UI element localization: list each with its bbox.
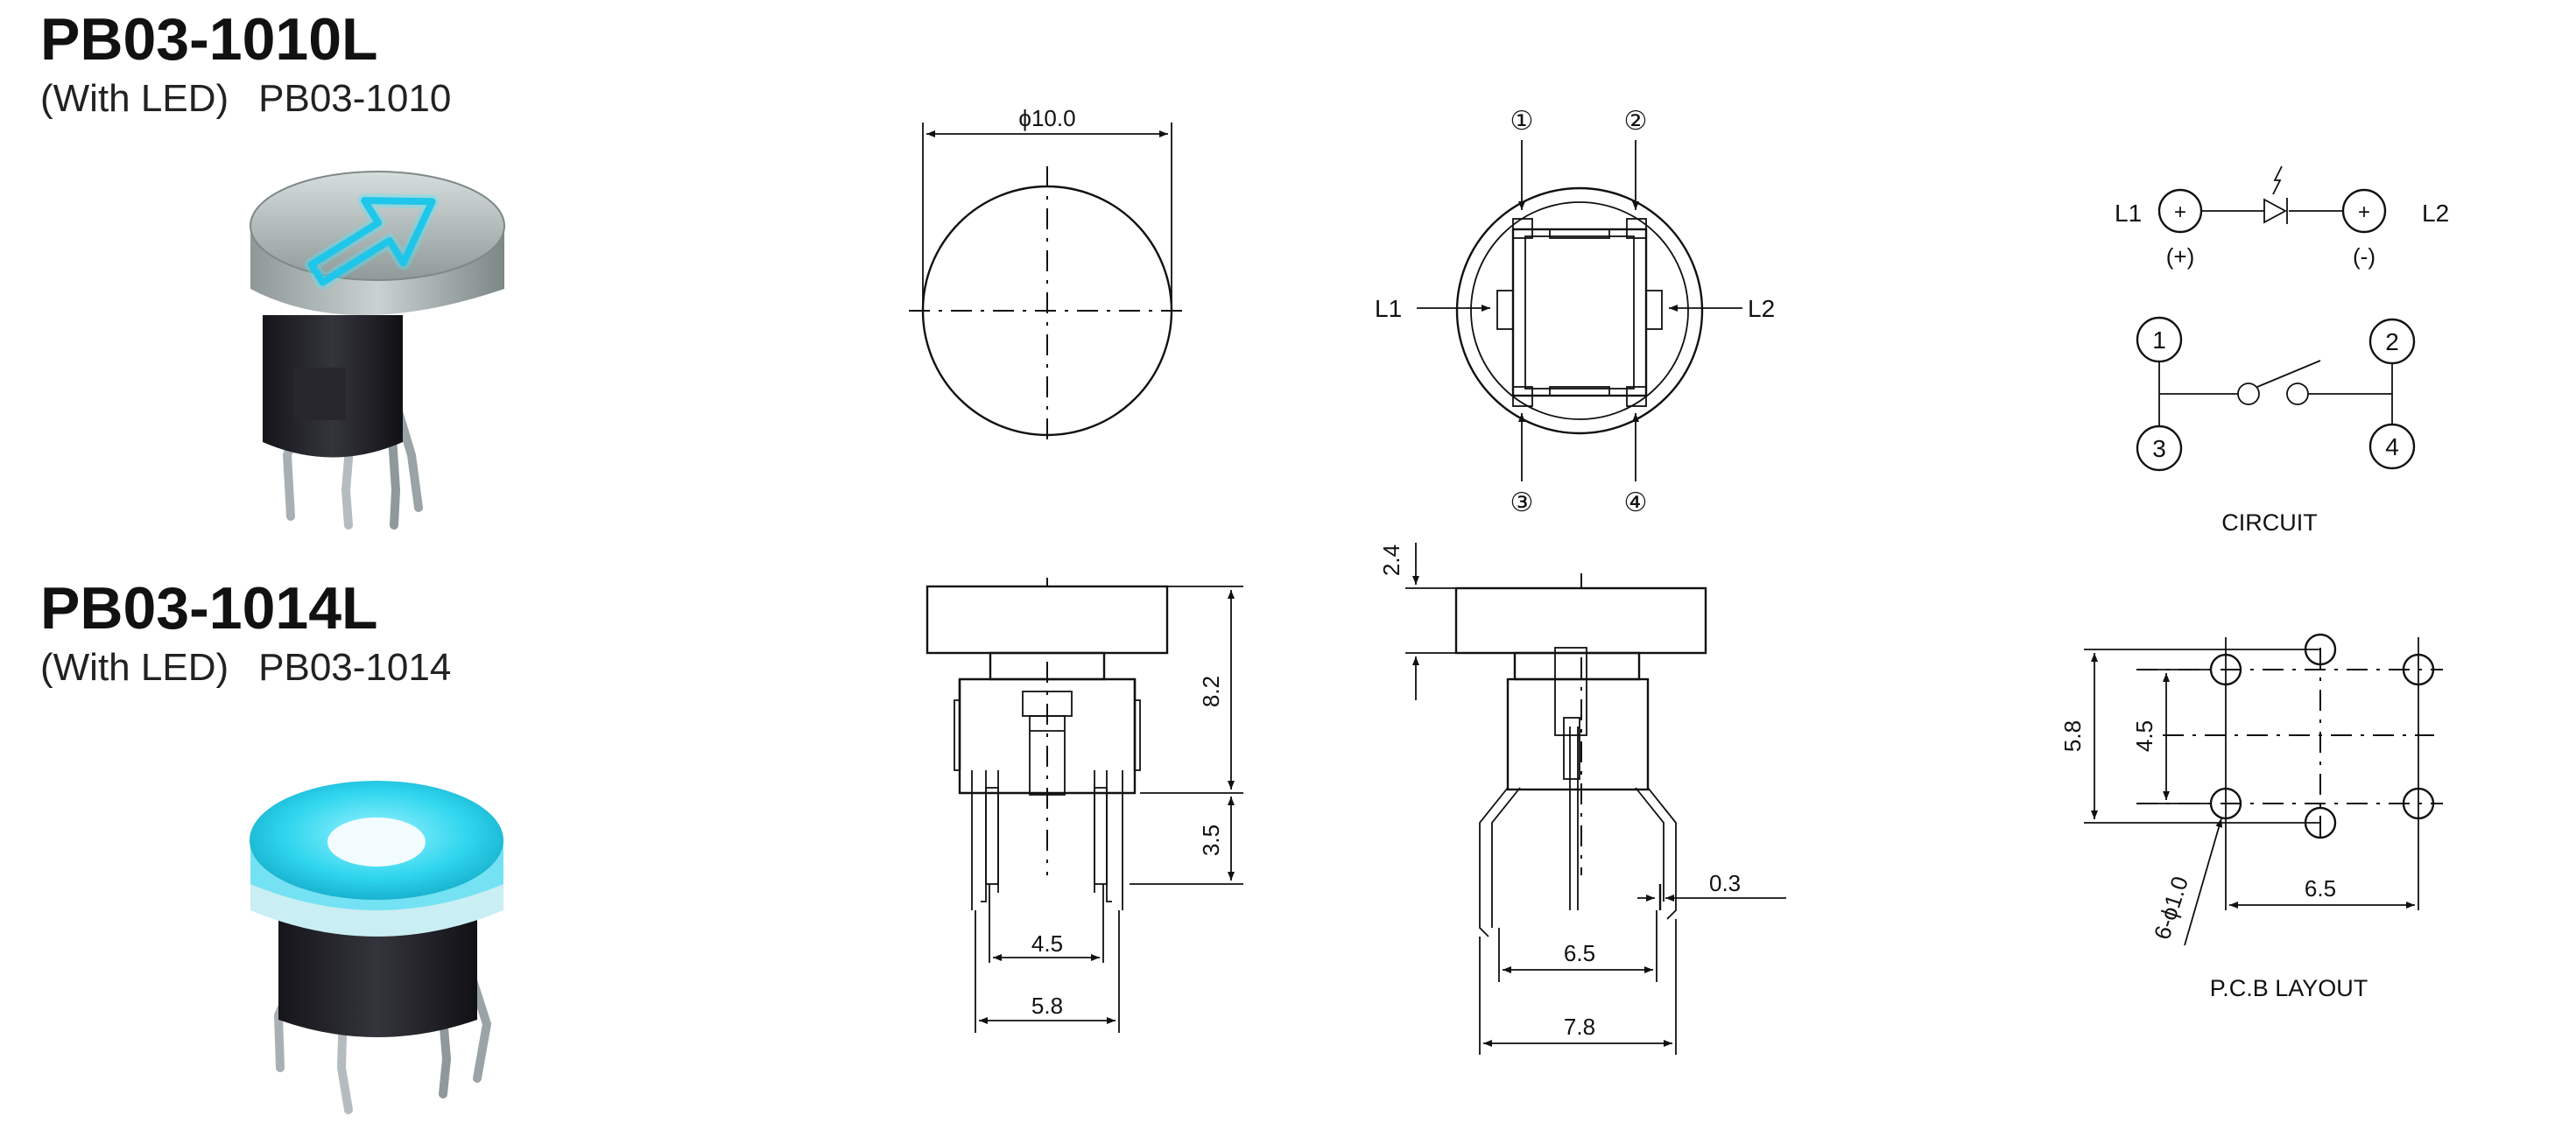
pin-label-1: ①: [1510, 107, 1534, 136]
dim-body-width-front: 5.8: [1031, 993, 1063, 1019]
dim-body-width-side: 7.8: [1564, 1014, 1595, 1040]
led-label-l1: L1: [1375, 295, 1402, 322]
led-plus-terminal-right: +: [2358, 200, 2370, 224]
alt-model-2: PB03-1014: [258, 646, 452, 689]
top-view-pinout: ① ② ③ ④ L1 L2: [1375, 107, 1775, 517]
pcb-dim-pitch: 6.5: [2305, 875, 2336, 902]
led-label-l2: L2: [1748, 295, 1775, 322]
circuit-led-label-l1: L1: [2115, 200, 2142, 227]
alt-model-1: PB03-1010: [258, 77, 452, 120]
led-note-1: (With LED): [40, 77, 229, 120]
switch-circuit: 1 2 3 4 CIRCUIT: [2136, 316, 2416, 536]
polarity-minus: (-): [2353, 243, 2375, 270]
circuit-pin-3: 3: [2152, 435, 2166, 462]
pin-label-4: ④: [1624, 488, 1648, 517]
circuit-caption: CIRCUIT: [2221, 509, 2318, 536]
dim-pin-length: 3.5: [1198, 825, 1224, 856]
dim-pin-spacing-side: 6.5: [1564, 940, 1595, 966]
model-subtitle-1: (With LED) PB03-1010: [40, 77, 451, 121]
led-note-2: (With LED): [40, 646, 229, 689]
model-subtitle-2: (With LED) PB03-1014: [40, 646, 451, 690]
product-image-1: [250, 171, 505, 530]
pin-label-2: ②: [1624, 107, 1648, 136]
pcb-hole-spec: 6-ϕ1.0: [2149, 873, 2193, 942]
dim-body-height: 8.2: [1198, 676, 1224, 707]
dim-pin-spacing-front: 4.5: [1031, 930, 1063, 957]
polarity-plus: (+): [2166, 243, 2195, 270]
switch-contact-icon: [2256, 360, 2321, 388]
front-view: 8.2 3.5 4.5 5.8: [926, 578, 1243, 1033]
dim-pin-thickness: 0.3: [1709, 870, 1741, 896]
dim-cap-height: 2.4: [1378, 544, 1404, 576]
pcb-caption: P.C.B LAYOUT: [2210, 975, 2368, 1001]
pcb-dim-inner: 4.5: [2131, 720, 2157, 752]
light-emission-icon: [2272, 165, 2283, 195]
led-schematic: + + L1 L2 (+) (-): [2115, 165, 2449, 270]
pcb-dim-outer: 5.8: [2059, 720, 2086, 752]
arrow-symbol-icon: [304, 193, 440, 290]
circuit-pin-2: 2: [2385, 328, 2399, 355]
diode-icon: [2263, 198, 2287, 224]
pcb-layout: 5.8 4.5 6.5 6-ϕ1.0 P.C.B LAYOUT: [2059, 633, 2443, 1001]
dim-cap-diameter: ϕ10.0: [1018, 105, 1075, 131]
cap-top-view: ϕ10.0: [909, 105, 1187, 448]
circuit-pin-1: 1: [2152, 326, 2166, 354]
product-image-2: [250, 781, 503, 1114]
model-title-2: PB03-1014L: [40, 575, 378, 642]
pin-label-3: ③: [1510, 488, 1534, 517]
side-view: 2.4 0.3 6.5 7.8: [1378, 543, 1786, 1055]
led-ring-window: [327, 818, 426, 867]
led-plus-terminal-left: +: [2174, 200, 2186, 224]
circuit-led-label-l2: L2: [2422, 200, 2449, 227]
circuit-pin-4: 4: [2385, 433, 2399, 460]
model-title-1: PB03-1010L: [40, 6, 378, 73]
